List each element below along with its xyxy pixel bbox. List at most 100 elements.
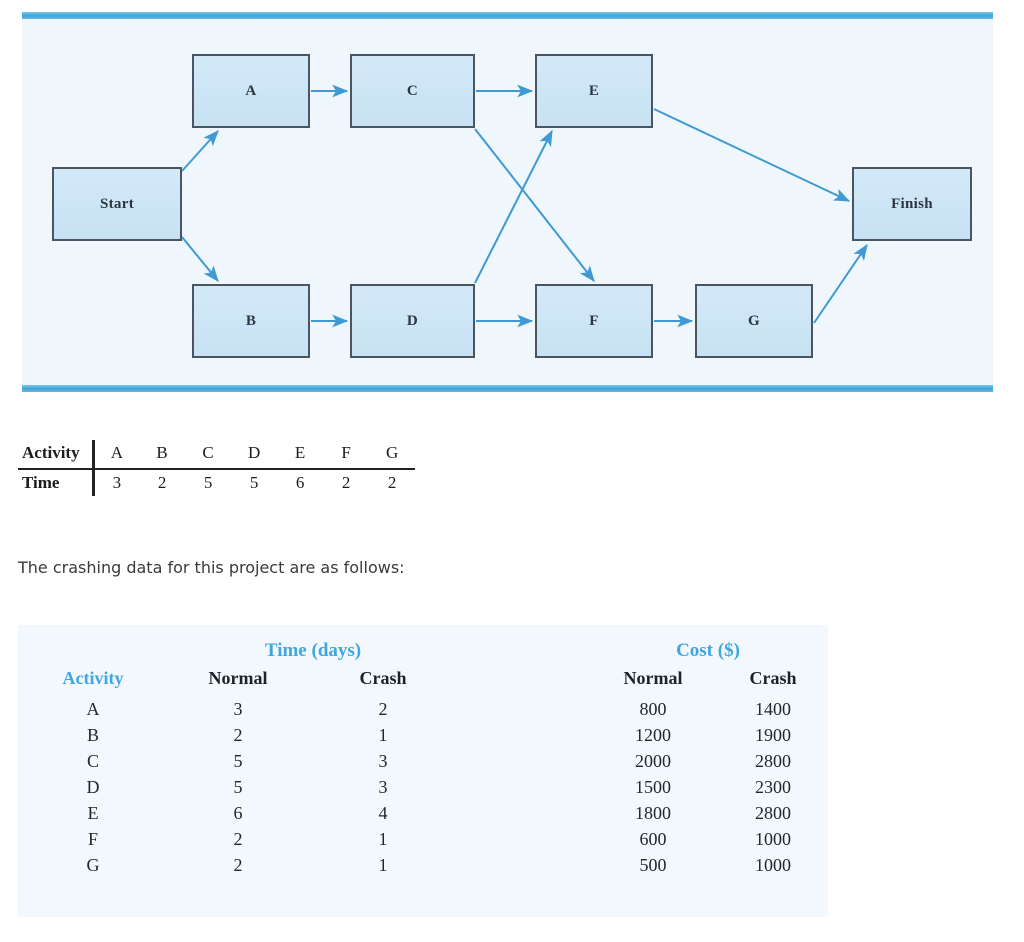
node-finish[interactable]: Finish <box>852 167 972 241</box>
table-row: A 3 2 800 1400 <box>18 697 828 723</box>
bottom-rule-divider <box>22 385 993 392</box>
cell-cost-crash: 1000 <box>755 854 791 875</box>
spacer-cell <box>458 801 588 827</box>
table-row: D 5 3 1500 2300 <box>18 775 828 801</box>
table-row: G 2 1 500 1000 <box>18 853 828 879</box>
table-row: F 2 1 600 1000 <box>18 827 828 853</box>
edge-start-b <box>181 236 219 282</box>
cell-time-normal: 2 <box>233 828 243 849</box>
activity-cell: G <box>385 443 399 462</box>
cell-activity: D <box>86 777 100 798</box>
group-header-time: Time (days) <box>264 640 362 661</box>
edge-c-f <box>474 128 595 282</box>
spacer-cell <box>18 637 168 666</box>
crashing-data-grid: Time (days) Cost ($) Activity Normal Cra… <box>18 637 828 879</box>
edge-g-finish <box>813 244 868 324</box>
time-cell: 2 <box>341 473 351 492</box>
spacer-cell <box>458 723 588 749</box>
activity-cell: B <box>156 443 168 462</box>
cell-cost-normal: 500 <box>639 854 667 875</box>
time-cell: 2 <box>157 473 167 492</box>
cell-activity: B <box>86 725 99 746</box>
cell-cost-crash: 1400 <box>755 699 791 720</box>
time-cell: 3 <box>112 473 122 492</box>
crashing-intro-text: The crashing data for this project are a… <box>18 558 405 577</box>
cell-time-normal: 5 <box>233 751 243 772</box>
spacer-cell <box>458 666 588 697</box>
node-start[interactable]: Start <box>52 167 182 241</box>
spacer-cell <box>458 749 588 775</box>
cell-cost-normal: 600 <box>639 828 667 849</box>
cell-activity: E <box>87 802 99 823</box>
node-label: B <box>245 312 257 329</box>
column-header-time-crash: Crash <box>359 668 407 689</box>
cell-time-crash: 2 <box>378 699 388 720</box>
network-diagram-panel: Start A C E B D F G Finish <box>0 0 1024 400</box>
cell-time-normal: 2 <box>233 854 243 875</box>
node-label: D <box>406 312 419 329</box>
cell-time-crash: 1 <box>378 854 388 875</box>
cell-cost-crash: 1900 <box>755 725 791 746</box>
cell-cost-crash: 2800 <box>755 751 791 772</box>
spacer-cell <box>458 853 588 879</box>
group-header-cost: Cost ($) <box>676 640 740 661</box>
table-group-header-row: Time (days) Cost ($) <box>18 637 828 666</box>
cell-cost-normal: 800 <box>639 699 667 720</box>
node-e[interactable]: E <box>535 54 653 128</box>
node-a[interactable]: A <box>192 54 310 128</box>
table-row: B 2 1 1200 1900 <box>18 723 828 749</box>
table-row-time: Time 3 2 5 5 6 2 2 <box>18 469 415 496</box>
cell-time-crash: 3 <box>378 751 388 772</box>
cell-activity: F <box>87 828 98 849</box>
node-d[interactable]: D <box>350 284 475 358</box>
diagram-canvas: Start A C E B D F G Finish <box>22 19 993 385</box>
edge-start-a <box>181 130 219 172</box>
node-label: A <box>245 82 257 99</box>
cell-cost-crash: 1000 <box>755 828 791 849</box>
time-cell: 2 <box>387 473 397 492</box>
cell-time-crash: 3 <box>378 777 388 798</box>
cell-time-crash: 1 <box>378 828 388 849</box>
activity-time-grid: Activity A B C D E F G Time 3 2 5 5 6 2 … <box>18 440 416 496</box>
node-label: C <box>406 82 419 99</box>
column-header-cost-crash: Crash <box>749 668 797 689</box>
cell-activity: A <box>86 699 100 720</box>
activity-cell: A <box>110 443 123 462</box>
diagram-arrows-layer <box>181 84 868 328</box>
row-label-time: Time <box>18 469 95 496</box>
cell-activity: G <box>86 854 100 875</box>
crashing-data-table-panel: Time (days) Cost ($) Activity Normal Cra… <box>18 625 828 917</box>
node-g[interactable]: G <box>695 284 813 358</box>
cell-cost-crash: 2300 <box>755 777 791 798</box>
cell-time-crash: 4 <box>378 802 388 823</box>
activity-cell: C <box>202 443 214 462</box>
cell-cost-crash: 2800 <box>755 802 791 823</box>
spacer-cell <box>458 775 588 801</box>
node-label: Start <box>100 195 134 212</box>
cell-time-normal: 5 <box>233 777 243 798</box>
table-row: C 5 3 2000 2800 <box>18 749 828 775</box>
time-cell: 5 <box>249 473 259 492</box>
cell-time-normal: 6 <box>233 802 243 823</box>
activity-time-table: Activity A B C D E F G Time 3 2 5 5 6 2 … <box>18 440 458 496</box>
top-rule-divider <box>22 12 993 19</box>
cell-time-normal: 3 <box>233 699 243 720</box>
column-header-time-normal: Normal <box>208 668 268 689</box>
table-row-activity: Activity A B C D E F G <box>18 440 416 469</box>
column-header-cost-normal: Normal <box>623 668 683 689</box>
activity-cell: D <box>247 443 261 462</box>
time-cell: 5 <box>203 473 213 492</box>
node-b[interactable]: B <box>192 284 310 358</box>
table-row: E 6 4 1800 2800 <box>18 801 828 827</box>
activity-cell: E <box>294 443 306 462</box>
spacer-cell <box>458 697 588 723</box>
edge-d-e <box>474 129 553 284</box>
cell-cost-normal: 1800 <box>635 802 671 823</box>
node-f[interactable]: F <box>535 284 653 358</box>
cell-cost-normal: 2000 <box>635 751 671 772</box>
node-label: E <box>588 82 600 99</box>
cell-cost-normal: 1200 <box>635 725 671 746</box>
node-c[interactable]: C <box>350 54 475 128</box>
node-label: F <box>589 312 599 329</box>
column-header-activity: Activity <box>62 668 124 689</box>
